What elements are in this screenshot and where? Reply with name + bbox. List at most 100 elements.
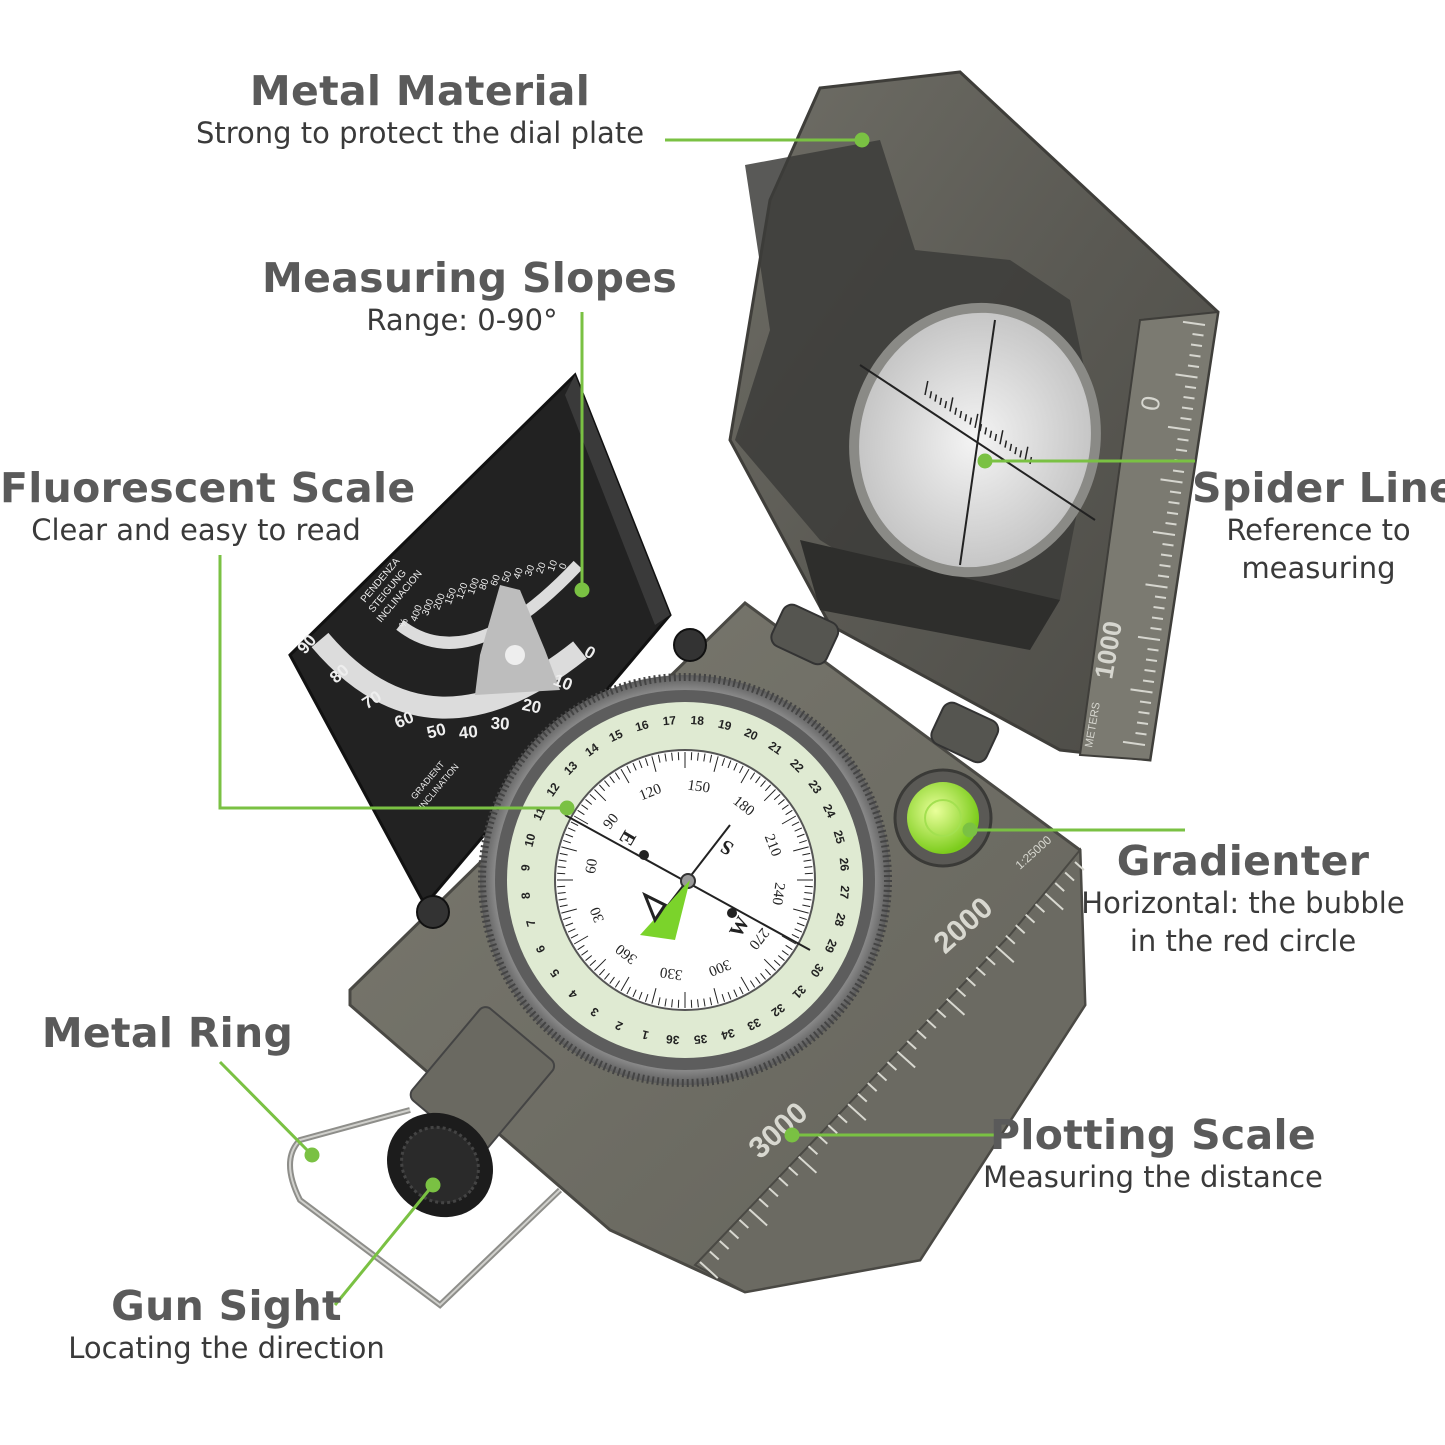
lid-tick xyxy=(1135,731,1147,736)
dial-tick xyxy=(614,980,621,988)
lid-tick xyxy=(1145,583,1168,589)
scale-tick xyxy=(817,1134,828,1145)
ring-number: 9 xyxy=(518,864,532,872)
lid-tick xyxy=(1166,511,1179,515)
dial-tick xyxy=(777,799,785,805)
scale-tick xyxy=(847,1103,867,1121)
callout-subtitle: Range: 0-90° xyxy=(366,303,558,337)
lid-tick xyxy=(1160,553,1173,557)
dial-tick xyxy=(657,754,661,763)
ring-number: 18 xyxy=(690,713,705,728)
scale-tick xyxy=(1005,934,1016,945)
scale-tick xyxy=(955,987,967,998)
scale-tick xyxy=(926,1019,937,1029)
dial-tick xyxy=(763,958,776,971)
clino-degree-label: 20 xyxy=(520,695,543,718)
dial-tick xyxy=(802,852,811,856)
dial-tick xyxy=(703,998,706,1007)
dial-tick xyxy=(781,815,797,825)
reticle-tick xyxy=(994,433,998,442)
lid-tick xyxy=(1151,616,1164,620)
callout-gradienter: Gradienter Horizontal: the bubble in the… xyxy=(1058,838,1428,960)
dial-tick xyxy=(570,821,579,826)
sighting-mirror xyxy=(849,302,1101,578)
ring-number: 15 xyxy=(607,726,625,745)
callout-subtitle: Measuring the distance xyxy=(983,1160,1323,1194)
dial-tick xyxy=(573,935,589,945)
scale-tick xyxy=(936,1008,947,1019)
lid-tick xyxy=(1122,740,1146,746)
dial-degree: 120 xyxy=(637,781,664,804)
dial-tick xyxy=(557,892,566,894)
lid-tick xyxy=(1165,521,1177,526)
dial-tick xyxy=(727,760,732,769)
dial-tick xyxy=(581,804,589,810)
ring-number: 26 xyxy=(837,857,852,872)
dial-degree: 150 xyxy=(686,777,711,796)
dial-tick xyxy=(785,944,793,951)
callout-plotting-scale: Plotting Scale Measuring the distance xyxy=(958,1112,1348,1196)
scale-tick xyxy=(995,945,1015,964)
lid-tick xyxy=(1138,710,1150,715)
dial-tick xyxy=(559,904,568,908)
dial-tick xyxy=(803,859,812,862)
lid-tick xyxy=(1189,353,1201,358)
reticle-tick xyxy=(954,407,958,415)
dial-tick xyxy=(749,980,756,988)
lid-tick xyxy=(1169,490,1182,494)
lid-tick xyxy=(1192,332,1204,337)
dial-tick xyxy=(594,958,607,971)
dial-tick xyxy=(773,959,781,967)
dial-tick xyxy=(657,997,661,1006)
dial-tick xyxy=(796,922,805,927)
ring-number: 29 xyxy=(821,937,839,955)
lid-tick xyxy=(1150,626,1162,631)
scale-tick xyxy=(975,966,986,977)
clino-percent-label: 80 xyxy=(477,577,491,592)
scale-tick xyxy=(965,977,976,987)
clino-percent-label: 300 xyxy=(420,597,436,617)
spider-line-vertical xyxy=(959,319,996,566)
clino-percent-label: 40 xyxy=(512,566,526,581)
lid-tick xyxy=(1180,416,1192,421)
dial-tick xyxy=(697,999,699,1008)
dial-tick xyxy=(721,993,726,1002)
scale-tick xyxy=(719,1240,730,1250)
scale-tick xyxy=(738,1219,750,1229)
scale-tick xyxy=(768,1187,779,1198)
dial-tick xyxy=(664,998,667,1007)
callout-gun-sight: Gun Sight Locating the direction xyxy=(48,1283,405,1367)
lid-tick xyxy=(1190,343,1203,347)
dial-tick xyxy=(567,928,576,933)
dial-tick xyxy=(561,846,577,852)
dial-tick xyxy=(604,972,610,980)
dial-tick xyxy=(664,753,667,762)
callout-spider-line: Spider Line Reference to measuring xyxy=(1192,465,1445,587)
ring-number: 36 xyxy=(665,1032,680,1047)
dial-tick xyxy=(740,768,750,784)
lid-tick xyxy=(1167,425,1191,431)
reticle-tick xyxy=(979,423,983,432)
ring-number: 19 xyxy=(717,717,734,734)
dial-tick xyxy=(585,799,593,805)
clino-percent-label: 200 xyxy=(432,592,448,612)
scale-tick xyxy=(699,1261,719,1279)
callout-measuring-slopes: Measuring Slopes Range: 0-90° xyxy=(262,255,677,339)
dial-degree: 210 xyxy=(761,832,784,859)
dial-tick xyxy=(755,776,761,784)
dial-tick xyxy=(740,976,750,992)
clino-percent-label: % xyxy=(397,617,410,629)
dial-tick xyxy=(563,916,572,921)
reticle-tick xyxy=(999,430,1004,445)
scale-tick xyxy=(916,1029,927,1040)
dial-tick xyxy=(773,793,781,801)
ring-number: 24 xyxy=(820,802,839,820)
lid-tick xyxy=(1183,395,1195,400)
dial-tick xyxy=(620,768,630,784)
lid-tick xyxy=(1160,478,1183,484)
ring-number: 7 xyxy=(523,918,538,929)
reticle-tick xyxy=(934,394,938,402)
callout-title: Plotting Scale xyxy=(990,1111,1316,1159)
dial-tick xyxy=(614,772,621,780)
